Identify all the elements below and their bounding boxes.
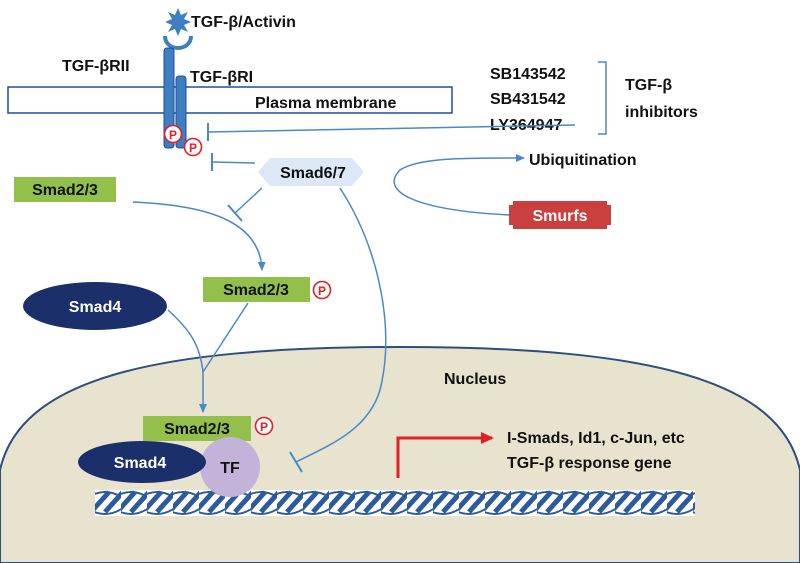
smad23-activation-arrow <box>132 201 266 271</box>
smad4-nuclear-label: Smad4 <box>114 455 167 472</box>
smad23-label: Smad2/3 <box>223 282 289 299</box>
transcription-arrow <box>396 432 494 478</box>
smurfs-label: Smurfs <box>532 208 587 225</box>
phospho-label: P <box>189 141 197 155</box>
inhibitor-bracket <box>598 61 607 135</box>
receptor-phospho-1: P <box>163 124 183 144</box>
smad67-block-tf-bar <box>289 451 303 473</box>
smad67-block-receptor-line <box>211 161 256 164</box>
smad4-cytoplasmic: Smad4 <box>23 282 167 330</box>
dna-strand <box>95 490 695 516</box>
phospho-icon <box>254 416 274 436</box>
inhibitor-group-label-2: inhibitors <box>625 104 698 121</box>
ligand-label: TGF-β/Activin <box>191 14 296 31</box>
phospho-label: P <box>318 284 326 298</box>
phospho-icon <box>163 124 183 144</box>
inhibitor-block-line <box>207 124 576 133</box>
receptor-type1-label: TGF-βRI <box>190 69 253 86</box>
smad23-phosphorylated: Smad2/3 P <box>203 277 332 302</box>
nucleus-label: Nucleus <box>444 371 506 388</box>
smad23-nuclear-label: Smad2/3 <box>164 421 230 438</box>
plasma-membrane: Plasma membrane <box>7 86 453 114</box>
ligand-binding-cup <box>163 35 193 50</box>
ubiquitination-label: Ubiquitination <box>529 152 637 169</box>
dna-helix <box>95 490 695 516</box>
smad67-block-smad23-line <box>234 187 263 214</box>
smad23-cytoplasmic: Smad2/3 <box>14 177 116 202</box>
tf-shape <box>200 437 260 497</box>
inhibitor-compound-1: SB143542 <box>490 66 566 83</box>
receptor-type2 <box>163 47 175 149</box>
membrane-label: Plasma membrane <box>255 95 397 112</box>
smad4-shape <box>23 282 167 330</box>
phospho-label: P <box>169 128 177 142</box>
receptor-phospho-2: P <box>183 137 203 157</box>
smad23-shape <box>14 177 116 202</box>
inhibitor-group-label-1: TGF-β <box>625 77 672 94</box>
tgf-beta-inhibitors: SB143542 SB431542 LY364947 TGF-β inhibit… <box>207 61 698 141</box>
smad67-block-smad23-bar <box>227 204 243 222</box>
tf-label: TF <box>220 460 240 477</box>
smad23-shape <box>203 277 310 302</box>
inhibitor-compound-2: SB431542 <box>490 91 566 108</box>
smurfs-node: Smurfs <box>509 201 611 229</box>
smad67-label: Smad6/7 <box>280 165 346 182</box>
smad67-shape <box>258 158 364 186</box>
response-gene-label: TGF-β response gene <box>507 455 672 472</box>
ligand-tgf-beta-activin: TGF-β/Activin <box>163 8 296 50</box>
receptor-type2-label: TGF-βRII <box>62 58 130 75</box>
smad67-block-tf-line <box>295 187 387 463</box>
phospho-icon <box>312 280 332 300</box>
smad23-label: Smad2/3 <box>32 182 98 199</box>
target-genes-label: I-Smads, Id1, c-Jun, etc <box>507 430 685 447</box>
ubiquitination-node: Ubiquitination <box>529 152 637 169</box>
receptor-complex: TGF-βRII TGF-βRI P P <box>62 47 253 157</box>
smad23-nuclear-shape <box>143 416 251 441</box>
smad4-nuclear-shape <box>78 441 206 483</box>
nuclear-smad-complex: Smad2/3 P TF Smad4 <box>78 416 274 497</box>
smad4-to-complex-line <box>167 309 204 373</box>
phospho-label: P <box>260 420 268 434</box>
ligand-star-icon <box>165 8 191 36</box>
membrane-bar <box>7 86 453 114</box>
smad23-to-complex-line <box>202 302 249 373</box>
smurfs-shape <box>509 201 611 229</box>
phospho-icon <box>183 137 203 157</box>
smad67-node: Smad6/7 <box>258 158 364 186</box>
ubiquitination-arrow <box>393 153 525 216</box>
smad4-label: Smad4 <box>69 299 122 316</box>
